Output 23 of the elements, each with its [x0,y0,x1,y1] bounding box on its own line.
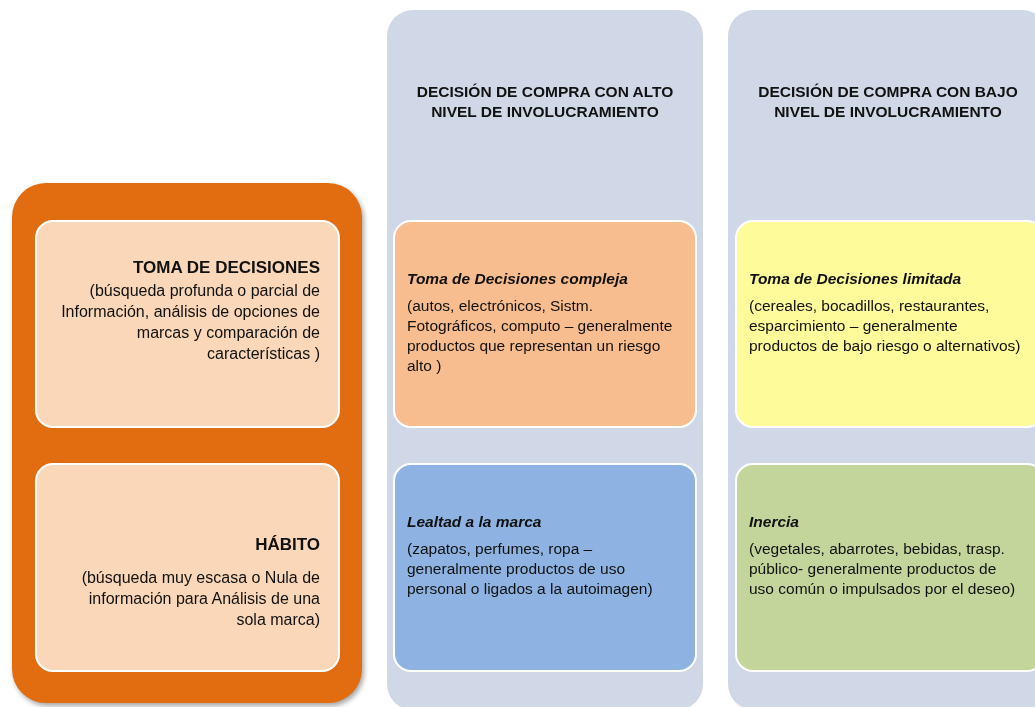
card-description: (cereales, bocadillos, restaurantes, esparcimiento – generalmente productos de bajo riesgo o alternativos) [749,296,1022,356]
row-heading: HÁBITO [254,535,320,555]
row-heading: TOMA DE DECISIONES [131,258,320,278]
row-description: (búsqueda profunda o parcial de Información, análisis de opciones de marcas y comparación de características ) [60,281,320,364]
category-card [393,220,697,428]
category-card [735,220,1035,428]
card-heading: Lealtad a la marca [407,513,543,531]
row-card [35,220,340,428]
column-heading: DECISIÓN DE COMPRA CON BAJO NIVEL DE INVOLUCRAMIENTO [757,82,1019,122]
column-panel [728,10,1035,707]
card-heading: Inercia [749,513,800,531]
card-description: (autos, electrónicos, Sistm. Fotográficos, computo – generalmente productos que representan un riesgo alto ) [407,296,674,376]
column-panel [387,10,703,707]
card-heading: Toma de Decisiones compleja [407,270,629,288]
side-panel [12,183,362,703]
row-card [35,463,340,672]
card-description: (vegetales, abarrotes, bebidas, trasp. público- generalmente productos de uso común o impulsados por el deseo) [749,539,1017,599]
category-card [735,463,1035,672]
column-heading: DECISIÓN DE COMPRA CON ALTO NIVEL DE INVOLUCRAMIENTO [415,82,675,122]
card-description: (zapatos, perfumes, ropa – generalmente productos de uso personal o ligados a la autoimagen) [407,539,654,599]
category-card [393,463,697,672]
row-description: (búsqueda muy escasa o Nula de información para Análisis de una sola marca) [80,568,320,630]
card-heading: Toma de Decisiones limitada [749,270,963,288]
